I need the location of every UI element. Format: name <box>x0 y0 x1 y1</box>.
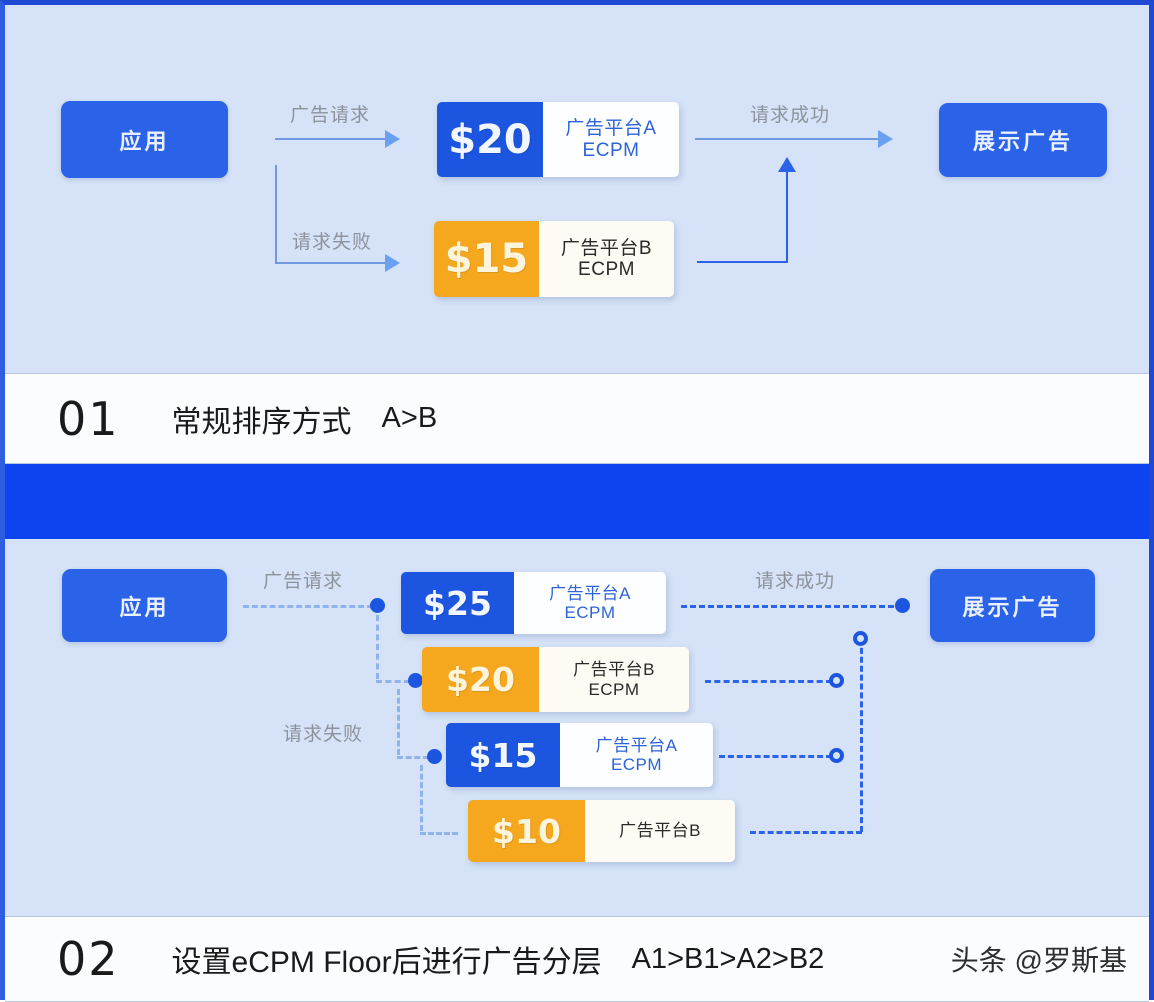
dash-node-success-bottom <box>895 598 910 613</box>
flow-label-fail-bottom: 请求失败 <box>283 724 364 745</box>
section-title-02: 设置eCPM Floor后进行广告分层 <box>171 946 602 979</box>
section-code-01: A>B <box>381 402 438 434</box>
ecpm-card-price: $25 <box>401 572 514 634</box>
app-node-label: 应用 <box>119 594 170 620</box>
dash-spine-3-bottom <box>420 765 423 831</box>
arrow-line-fail-horizontal-top <box>275 262 385 264</box>
dash-spine-2-bottom <box>397 689 400 755</box>
section-number-02: 02 <box>57 932 120 986</box>
ecpm-card-price: $20 <box>422 647 539 712</box>
ecpm-card-bottom-3[interactable]: $10 广告平台B <box>468 800 735 862</box>
dash-spine-1-bottom <box>376 615 379 679</box>
ecpm-card-platform: 广告平台A <box>595 735 678 755</box>
arrow-line-b-return-top <box>697 261 788 263</box>
ecpm-card-platform: 广告平台B <box>619 821 701 841</box>
arrow-head-success-top <box>878 130 893 148</box>
flow-label-success-bottom: 请求成功 <box>755 571 836 592</box>
section-two-diagram: 应用 广告请求 请求失败 请求成功 $25 广告平台A ECPM $20 <box>5 539 1149 916</box>
dash-return-card3-bottom <box>719 755 832 758</box>
dash-branch-2-bottom <box>376 680 410 683</box>
display-node-label: 展示广告 <box>972 129 1073 154</box>
flow-label-request-bottom: 广告请求 <box>263 571 344 592</box>
dash-node-request-bottom <box>370 598 385 613</box>
section-two-caption-row: 02 设置eCPM Floor后进行广告分层 A1>B1>A2>B2 头条 @罗… <box>5 916 1149 1002</box>
dash-node-riser-top-bottom <box>853 631 868 646</box>
dash-node-card3-bottom <box>427 749 442 764</box>
dash-success-bottom <box>681 605 894 608</box>
flow-label-fail-top: 请求失败 <box>292 232 373 253</box>
ecpm-card-unit: ECPM <box>578 259 635 280</box>
ecpm-card-meta: 广告平台A ECPM <box>543 102 679 177</box>
ecpm-card-meta: 广告平台A ECPM <box>514 572 666 634</box>
display-node-top[interactable]: 展示广告 <box>939 103 1107 177</box>
ecpm-card-top-0[interactable]: $20 广告平台A ECPM <box>437 102 679 177</box>
ecpm-card-meta: 广告平台B ECPM <box>539 647 689 712</box>
ecpm-card-price: $20 <box>437 102 543 177</box>
dash-request-bottom <box>243 605 373 608</box>
flow-label-success-top: 请求成功 <box>750 105 831 126</box>
divider-band <box>5 464 1149 539</box>
ecpm-card-bottom-1[interactable]: $20 广告平台B ECPM <box>422 647 689 712</box>
display-node-label: 展示广告 <box>962 594 1063 620</box>
ecpm-card-price: $15 <box>434 221 539 297</box>
arrow-line-request-top <box>275 138 385 140</box>
ecpm-card-price: $15 <box>446 723 560 787</box>
dash-node-return-card3-bottom <box>829 748 844 763</box>
ecpm-card-top-1[interactable]: $15 广告平台B ECPM <box>434 221 674 297</box>
dash-return-card4-bottom <box>750 831 862 834</box>
ecpm-card-bottom-0[interactable]: $25 广告平台A ECPM <box>401 572 666 634</box>
section-one-diagram: 应用 广告请求 请求失败 请求成功 $20 广告平台A ECPM $15 广告平… <box>5 5 1149 373</box>
ecpm-card-platform: 广告平台B <box>573 660 655 680</box>
app-node-label: 应用 <box>119 128 170 154</box>
section-number-01: 01 <box>57 391 120 446</box>
display-node-bottom[interactable]: 展示广告 <box>930 569 1095 642</box>
ecpm-card-bottom-2[interactable]: $15 广告平台A ECPM <box>446 723 713 787</box>
section-title-01: 常规排序方式 <box>171 405 352 439</box>
dash-branch-4-bottom <box>420 832 458 835</box>
arrow-line-fail-vertical-top <box>275 165 277 263</box>
arrow-line-success-top <box>695 138 878 140</box>
ecpm-card-meta: 广告平台A ECPM <box>560 723 713 787</box>
ecpm-card-platform: 广告平台B <box>560 237 653 259</box>
app-node-top[interactable]: 应用 <box>61 101 228 178</box>
dash-node-card2-bottom <box>408 673 423 688</box>
section-one-caption-row: 01 常规排序方式 A>B <box>5 373 1149 464</box>
app-node-bottom[interactable]: 应用 <box>62 569 227 642</box>
arrow-head-b-up-top <box>778 157 796 172</box>
ecpm-card-unit: ECPM <box>582 139 640 161</box>
arrow-head-request-top <box>385 130 400 148</box>
ecpm-card-unit: ECPM <box>610 755 663 774</box>
flow-label-request-top: 广告请求 <box>290 105 371 126</box>
dash-return-card2-bottom <box>705 680 832 683</box>
dash-branch-3-bottom <box>397 756 429 759</box>
ecpm-card-meta: 广告平台B ECPM <box>539 221 674 297</box>
arrow-line-b-up-top <box>786 172 788 262</box>
section-code-02: A1>B1>A2>B2 <box>631 942 825 975</box>
ecpm-card-unit: ECPM <box>588 679 640 699</box>
arrow-head-fail-top <box>385 254 400 272</box>
ecpm-card-platform: 广告平台A <box>549 583 631 603</box>
dash-riser-bottom <box>860 639 863 832</box>
ecpm-card-meta: 广告平台B <box>585 800 735 862</box>
ecpm-card-platform: 广告平台A <box>565 118 657 140</box>
ecpm-card-price: $10 <box>468 800 585 862</box>
watermark-text: 头条 @罗斯基 <box>950 945 1127 976</box>
dash-node-return-card2-bottom <box>829 673 844 688</box>
ecpm-card-unit: ECPM <box>564 603 616 622</box>
